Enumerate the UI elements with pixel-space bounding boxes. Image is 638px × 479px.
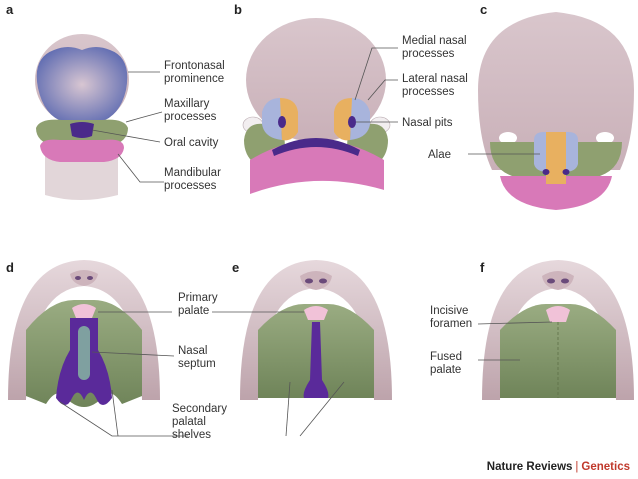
label-lateral-nasal-2: processes <box>402 86 455 98</box>
mandibular-processes-a <box>40 139 124 162</box>
nostril-right-c <box>562 169 570 175</box>
label-fused-2: palate <box>430 364 461 376</box>
label-primary-palate-1: Primary <box>178 292 218 304</box>
nostril-right-d <box>87 276 93 280</box>
oral-cavity-a <box>70 122 94 138</box>
rim-e <box>240 260 392 400</box>
panel-letter-f: f <box>480 260 485 275</box>
primary-palate-f <box>546 306 570 322</box>
journal-credit: Nature Reviews|Genetics <box>487 461 630 473</box>
white-tissue-left-c <box>499 132 517 144</box>
panel-letter-e: e <box>232 260 239 275</box>
rim-d <box>8 260 160 400</box>
label-oral-cavity: Oral cavity <box>164 137 219 149</box>
label-secondary-2: palatal <box>172 416 206 428</box>
primary-palate-d <box>72 304 96 318</box>
label-alae: Alae <box>428 149 451 161</box>
panel-f: f Incisive foramen Fused palate <box>430 260 634 400</box>
nose-medial-c <box>546 132 566 184</box>
rim-f <box>482 260 634 400</box>
label-mandibular-2: processes <box>164 180 217 192</box>
label-lateral-nasal-1: Lateral nasal <box>402 73 468 85</box>
lateral-nasal-right <box>350 98 370 140</box>
nose-tip-f <box>542 271 574 290</box>
panel-e: e <box>212 260 392 437</box>
label-nasal-pits: Nasal pits <box>402 117 453 129</box>
oral-cavity-e <box>303 322 329 398</box>
panel-c: c Alae <box>428 2 634 210</box>
nostril-right-f <box>561 278 569 284</box>
oral-cavity-b <box>272 138 360 156</box>
label-maxillary-2: processes <box>164 111 217 123</box>
primary-palate-e <box>304 306 328 320</box>
panel-a: a Frontonasal prominence Maxillary proce… <box>6 2 225 200</box>
journal-section: Genetics <box>581 461 630 473</box>
label-fused-1: Fused <box>430 351 462 363</box>
nasal-pit-right <box>348 116 356 128</box>
panel-b: b Medial nasal processes Lateral nasal p… <box>234 2 468 194</box>
head-c <box>478 12 634 170</box>
mandibular-arch-b <box>250 140 384 194</box>
label-incisive-2: foramen <box>430 318 472 330</box>
label-nasal-septum-2: septum <box>178 358 216 370</box>
label-secondary-3: shelves <box>172 429 211 441</box>
white-tissue-right-c <box>596 132 614 144</box>
nostril-right-e <box>319 278 327 284</box>
nostril-left-e <box>305 278 313 284</box>
panel-letter-d: d <box>6 260 14 275</box>
lateral-nasal-left <box>262 98 282 140</box>
medial-nasal-left <box>280 98 298 141</box>
medial-nasal-right <box>334 98 352 141</box>
mandibular-c <box>500 176 612 210</box>
label-mandibular-1: Mandibular <box>164 167 221 179</box>
nose-lateral-left-c <box>534 132 548 172</box>
label-maxillary-1: Maxillary <box>164 98 210 110</box>
nose-tip-d <box>70 270 98 286</box>
frontonasal-prominence <box>36 47 128 122</box>
credit-separator: | <box>575 461 579 473</box>
panel-letter-c: c <box>480 2 487 17</box>
panel-letter-b: b <box>234 2 242 17</box>
label-frontonasal-2: prominence <box>164 73 224 85</box>
label-nasal-septum-1: Nasal <box>178 345 207 357</box>
label-frontonasal-1: Frontonasal <box>164 60 225 72</box>
panel-letter-a: a <box>6 2 14 17</box>
nasal-septum-d <box>78 326 90 380</box>
label-secondary-1: Secondary <box>172 403 227 415</box>
nose-tip-e <box>300 271 332 290</box>
neck-a <box>45 150 118 200</box>
label-medial-nasal-1: Medial nasal <box>402 35 467 47</box>
label-primary-palate-2: palate <box>178 305 209 317</box>
label-medial-nasal-2: processes <box>402 48 455 60</box>
journal-name: Nature Reviews <box>486 461 573 473</box>
nasal-pit-left <box>278 116 286 128</box>
panel-d: d Primary palate Nasal septum Secondary … <box>6 260 227 441</box>
label-incisive-1: Incisive <box>430 305 468 317</box>
nostril-left-d <box>75 276 81 280</box>
fused-palate-f <box>500 304 616 398</box>
nostril-left-c <box>542 169 550 175</box>
nose-lateral-right-c <box>564 132 578 172</box>
nostril-left-f <box>547 278 555 284</box>
